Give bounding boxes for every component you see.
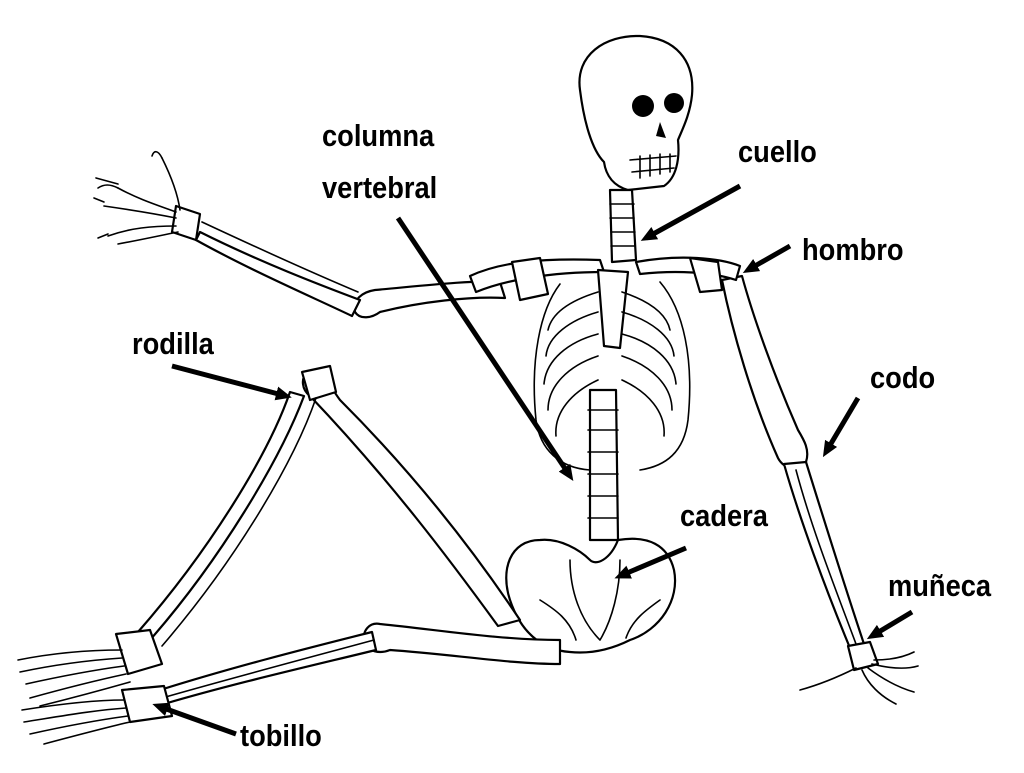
label-muneca: muñeca bbox=[888, 568, 992, 603]
spine bbox=[587, 188, 638, 542]
skull bbox=[578, 34, 694, 192]
label-arrows bbox=[152, 183, 914, 737]
arrow-columna-vertebral bbox=[395, 216, 574, 481]
left-arm bbox=[93, 150, 507, 319]
straight-leg bbox=[21, 622, 562, 745]
label-cadera: cadera bbox=[680, 498, 768, 533]
bent-leg bbox=[17, 364, 522, 707]
arrow-rodilla bbox=[171, 363, 292, 401]
arrow-cadera bbox=[614, 545, 687, 579]
rib-cage bbox=[533, 268, 691, 471]
shoulder-girdle bbox=[468, 256, 742, 302]
label-vertebral: vertebral bbox=[322, 170, 438, 205]
label-cuello: cuello bbox=[738, 134, 817, 169]
label-codo: codo bbox=[870, 360, 936, 395]
label-hombro: hombro bbox=[802, 232, 904, 267]
arrow-tobillo bbox=[152, 702, 237, 737]
arrow-muneca bbox=[866, 609, 914, 640]
arrow-codo bbox=[822, 396, 861, 458]
label-tobillo: tobillo bbox=[240, 718, 322, 753]
label-columna: columna bbox=[322, 118, 435, 153]
pelvis bbox=[505, 537, 677, 654]
arrow-cuello bbox=[640, 183, 742, 241]
label-rodilla: rodilla bbox=[132, 326, 214, 361]
right-arm bbox=[720, 274, 919, 705]
arrow-hombro bbox=[742, 243, 792, 273]
